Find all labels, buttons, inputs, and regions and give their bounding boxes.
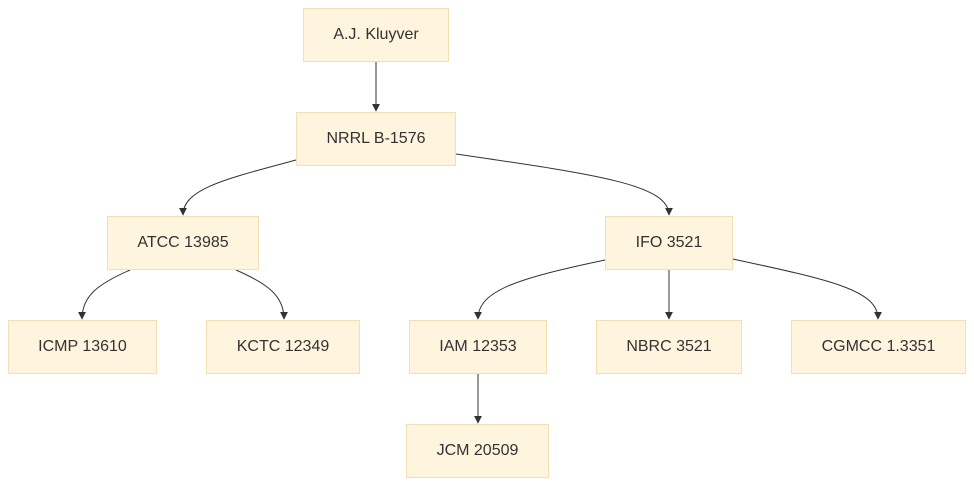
edge-atcc-icmp xyxy=(78,269,131,320)
node-label: ATCC 13985 xyxy=(137,234,229,251)
node-icmp: ICMP 13610 xyxy=(8,320,157,374)
edge-ifo-iam xyxy=(474,259,606,320)
node-label: IAM 12353 xyxy=(439,338,517,355)
node-label: NBRC 3521 xyxy=(626,338,712,355)
node-iam: IAM 12353 xyxy=(409,320,547,374)
node-label: A.J. Kluyver xyxy=(333,26,419,43)
edge-ifo-cgmcc xyxy=(732,258,882,320)
node-ifo: IFO 3521 xyxy=(605,216,733,270)
node-kctc: KCTC 12349 xyxy=(206,320,360,374)
node-label: KCTC 12349 xyxy=(236,338,330,355)
edge-nrrl-atcc xyxy=(179,159,297,216)
node-label: CGMCC 1.3351 xyxy=(821,338,936,355)
edge-nrrl-ifo xyxy=(455,153,673,216)
node-cgmcc: CGMCC 1.3351 xyxy=(791,320,966,374)
node-atcc: ATCC 13985 xyxy=(107,216,259,270)
node-nbrc: NBRC 3521 xyxy=(596,320,742,374)
node-kluyver: A.J. Kluyver xyxy=(303,8,449,62)
edge-atcc-kctc xyxy=(235,269,288,320)
node-label: ICMP 13610 xyxy=(38,338,127,355)
node-label: NRRL B-1576 xyxy=(326,130,426,147)
node-jcm: JCM 20509 xyxy=(406,424,549,478)
node-label: JCM 20509 xyxy=(436,442,519,459)
node-nrrl: NRRL B-1576 xyxy=(296,112,456,166)
node-label: IFO 3521 xyxy=(635,234,703,251)
